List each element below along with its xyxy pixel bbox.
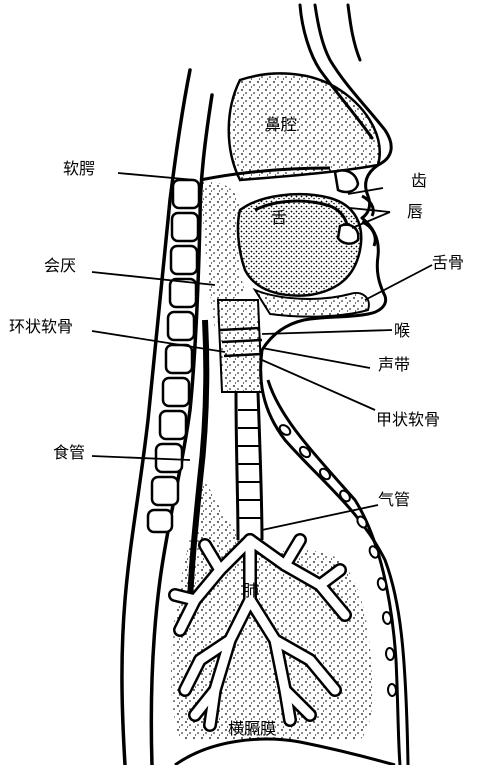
- label-nasal-cavity: 鼻腔: [265, 116, 297, 134]
- label-larynx: 喉: [394, 322, 410, 340]
- label-tongue: 舌: [271, 209, 287, 227]
- label-diaphragm: 横膈膜: [228, 720, 276, 738]
- label-thyroid-cartilage: 甲状软骨: [376, 411, 440, 429]
- label-lung: 肺: [243, 582, 259, 600]
- nasal-cavity-region: [229, 73, 380, 180]
- label-epiglottis: 会厌: [44, 257, 76, 275]
- label-lips: 唇: [407, 203, 423, 221]
- label-cricoid-cartilage: 环状软骨: [9, 318, 73, 336]
- label-esophagus: 食管: [53, 444, 85, 462]
- larynx-column: [218, 300, 262, 392]
- diaphragm-curve: [175, 739, 395, 765]
- label-trachea: 气管: [378, 491, 410, 509]
- trachea-rings: [238, 410, 261, 518]
- label-hyoid-bone: 舌骨: [432, 254, 464, 272]
- label-teeth: 齿: [411, 172, 427, 190]
- label-vocal-cords: 声带: [378, 356, 410, 374]
- label-soft-palate: 软腭: [63, 160, 95, 178]
